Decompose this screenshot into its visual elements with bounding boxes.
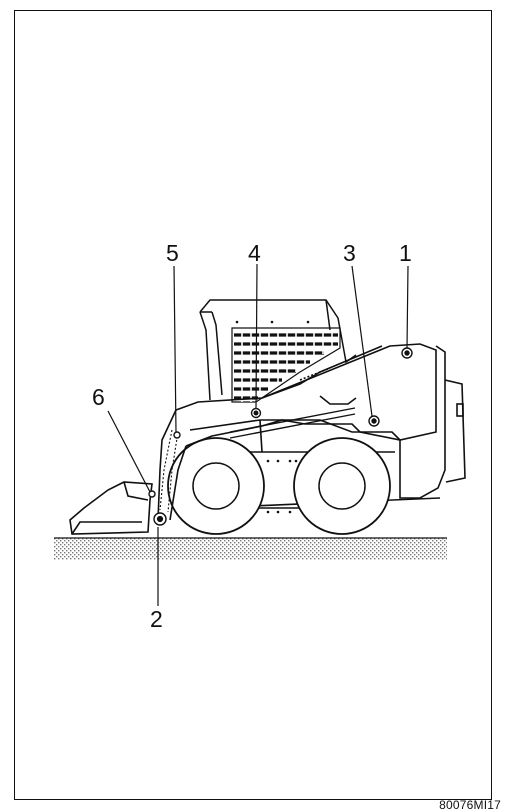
bucket xyxy=(69,481,153,535)
figure-code: 80076MI17 xyxy=(439,798,501,812)
callout-6: 6 xyxy=(92,384,105,410)
grease-point-4 xyxy=(250,407,262,419)
callout-5: 5 xyxy=(166,240,179,266)
grease-point-2 xyxy=(153,512,167,526)
ground xyxy=(54,537,447,560)
rear-wheel xyxy=(293,437,391,535)
callout-4: 4 xyxy=(248,240,261,266)
grease-point-1 xyxy=(401,347,413,359)
grease-points xyxy=(148,347,413,526)
tilt-cylinder xyxy=(159,429,179,513)
callout-1: 1 xyxy=(399,240,412,266)
callout-2: 2 xyxy=(150,606,163,632)
leader-lines xyxy=(107,263,409,606)
grease-point-5 xyxy=(173,431,181,439)
callout-3: 3 xyxy=(343,240,356,266)
grease-point-6 xyxy=(148,490,156,498)
front-wheel xyxy=(167,437,265,535)
lift-arm xyxy=(157,343,437,521)
cab-side-screen xyxy=(231,320,341,403)
figure-frame xyxy=(14,10,492,800)
grease-point-3 xyxy=(368,415,380,427)
